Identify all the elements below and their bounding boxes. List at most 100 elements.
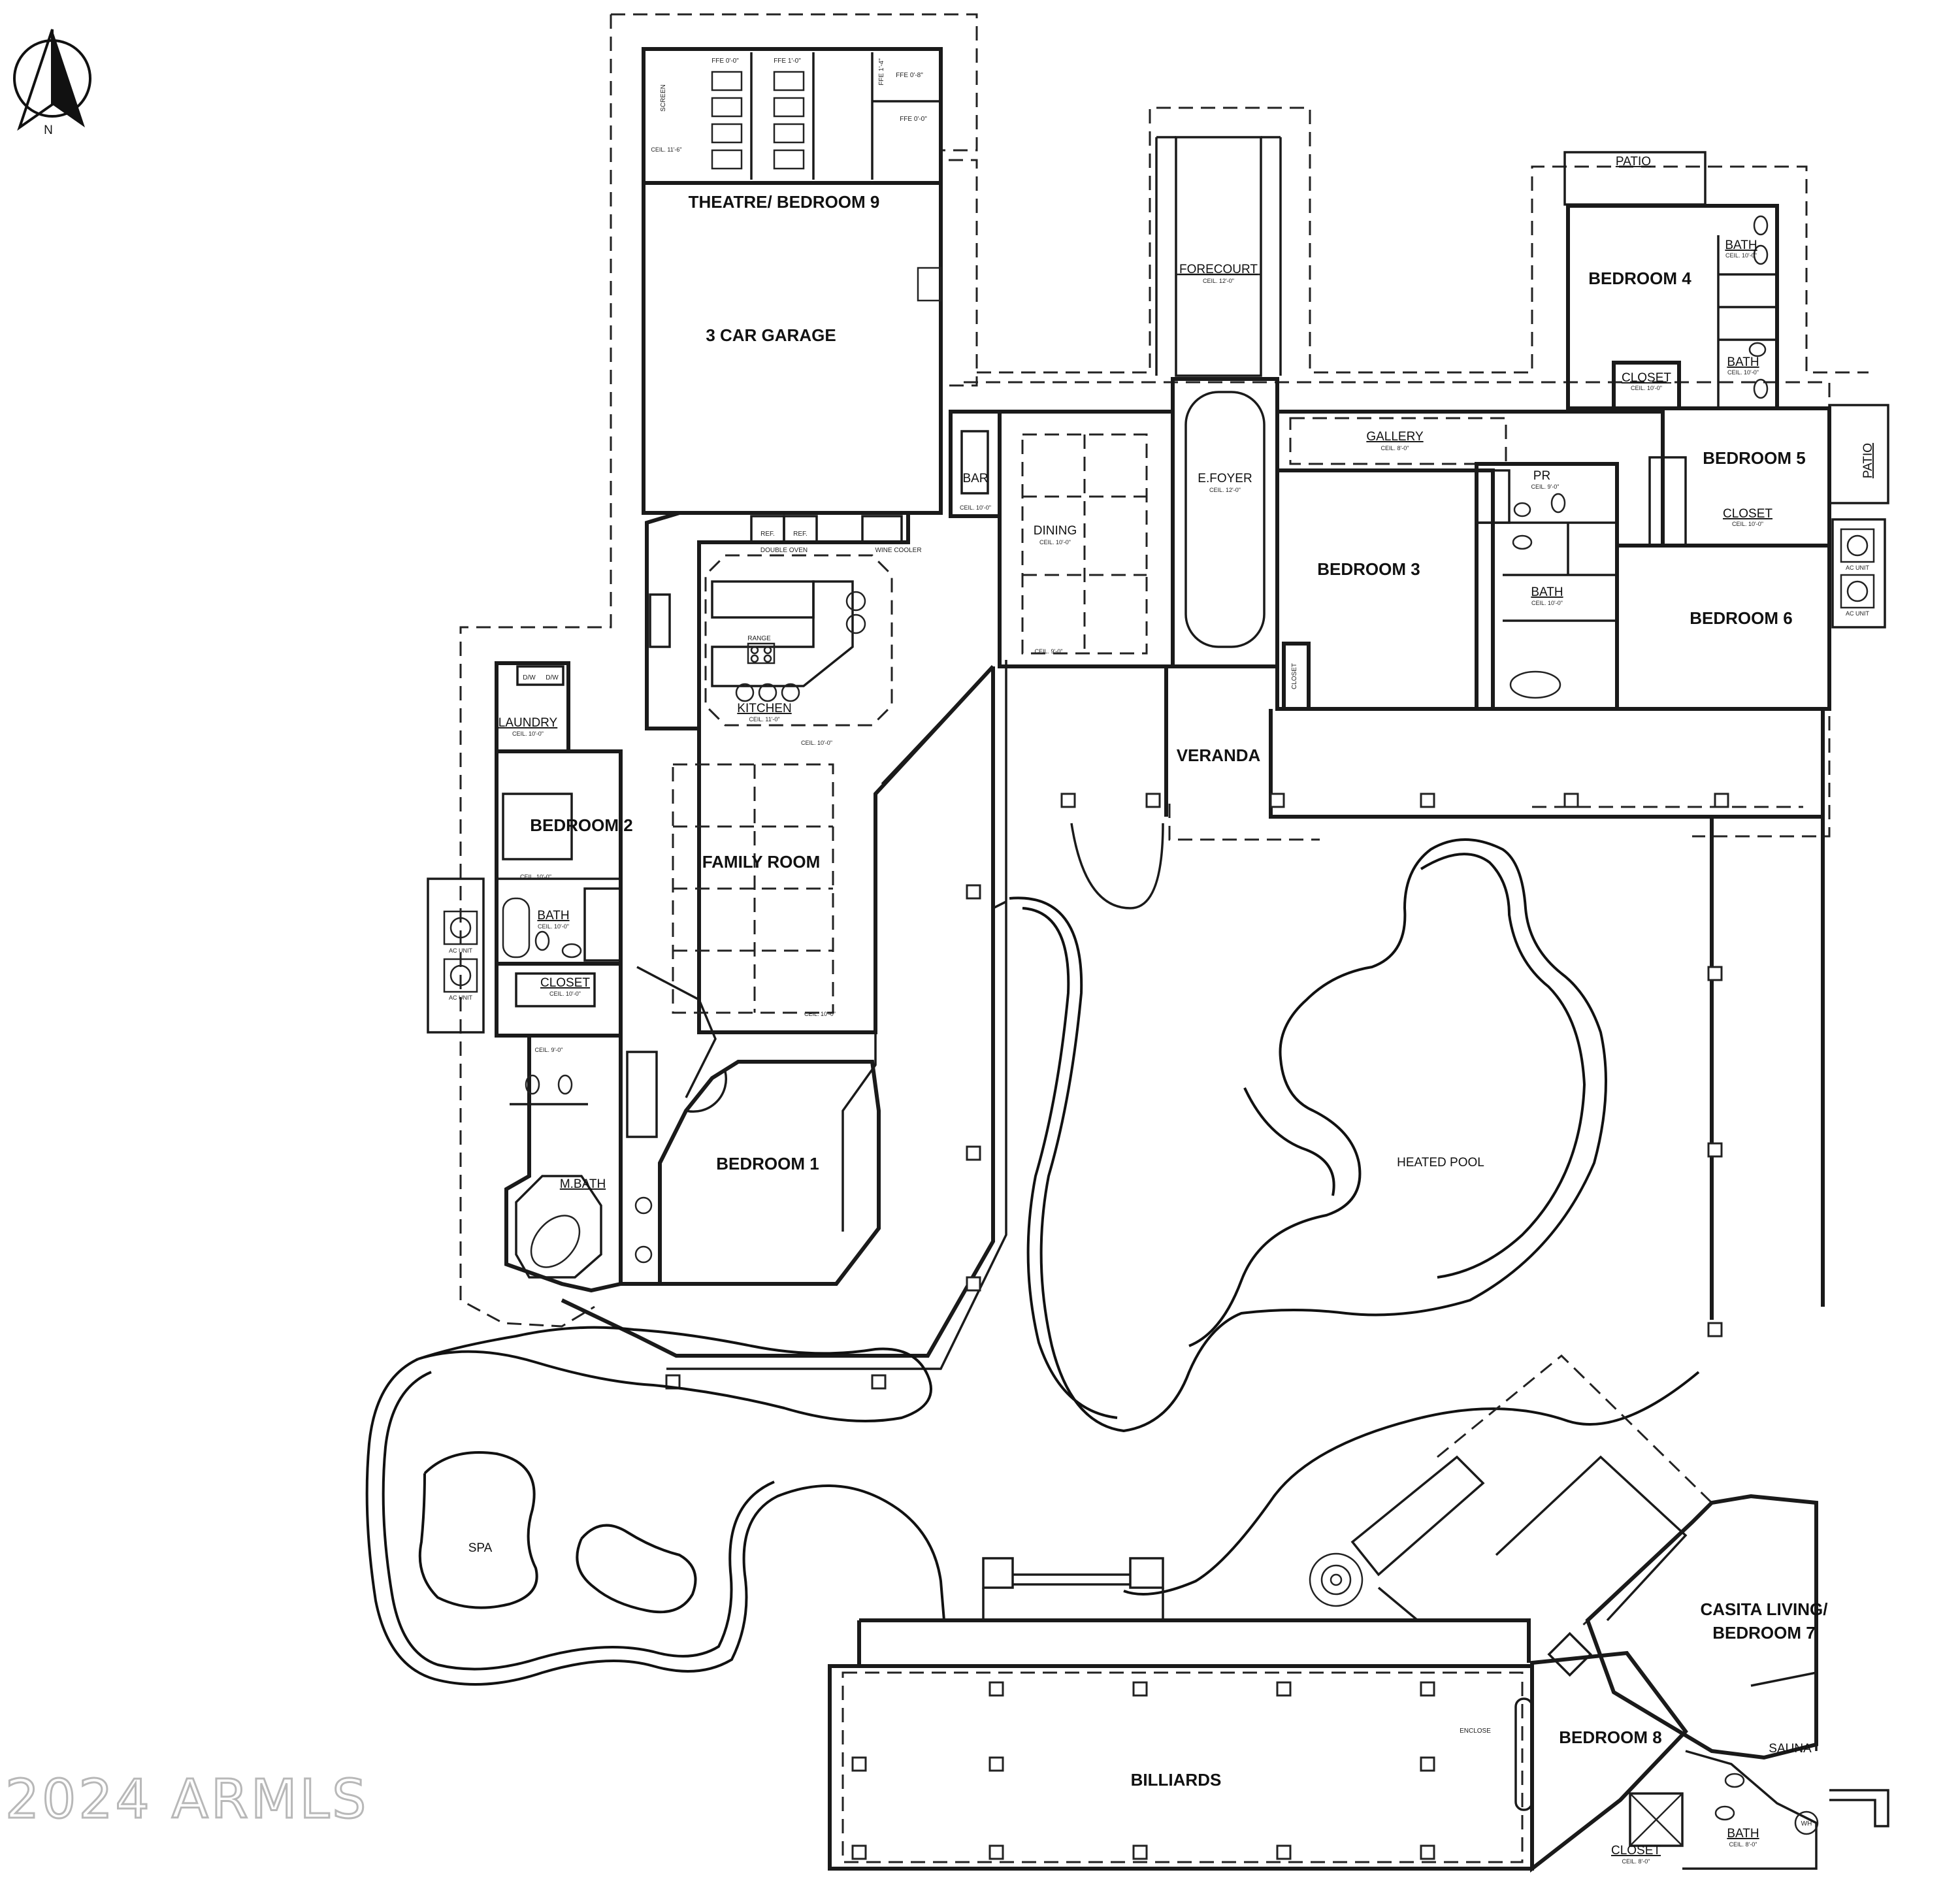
- ceiling-note: CEIL. 10'-0": [1531, 600, 1563, 606]
- ceiling-note: CEIL. 10'-0": [1039, 539, 1071, 546]
- spa-label: SPA: [468, 1541, 493, 1555]
- ceiling-note: CEIL. 10'-0": [520, 874, 551, 880]
- ffe-note: FFE 1'-4": [878, 58, 885, 86]
- ceiling-note: CEIL. 10'-0": [1727, 369, 1759, 376]
- room-label-bath: BATH: [1531, 585, 1563, 599]
- ac-unit-icon: AC UNIT AC UNIT: [1831, 518, 1886, 629]
- room-label-bath: BATH: [1725, 238, 1757, 252]
- room-label-mbath: M.BATH: [560, 1177, 606, 1191]
- ffe-note: FFE 0'-0": [900, 116, 927, 123]
- room-label-foyer: E.FOYER: [1198, 472, 1252, 485]
- ceiling-note: CEIL. 10'-0": [512, 730, 544, 737]
- ac-unit-note: AC UNIT: [1846, 610, 1870, 617]
- ceiling-note: CEIL. 12'-0": [1203, 278, 1234, 284]
- pool-label: HEATED POOL: [1397, 1156, 1484, 1170]
- room-label-dining: DINING: [1034, 524, 1077, 538]
- room-label-theatre: THEATRE/ BEDROOM 9: [689, 192, 880, 212]
- room-label-bath: BATH: [1727, 1827, 1759, 1841]
- ceiling-note: CEIL. 10'-0": [960, 504, 991, 511]
- room-label-bar: BAR: [962, 472, 988, 485]
- ceiling-note: CEIL. 10'-0": [801, 740, 832, 746]
- room-label-kitchen: KITCHEN: [737, 702, 791, 715]
- ceiling-note: CEIL. 11'-6": [651, 146, 681, 153]
- patio-label: PATIO: [1616, 155, 1651, 169]
- ffe-note: FFE 0'-0": [711, 57, 739, 65]
- dining-block: BAR CEIL. 10'-0" DINING CEIL. 10'-0" CEI…: [949, 377, 1279, 668]
- master-suite: CEIL. 9'-0" M.BATH BEDROOM 1: [504, 966, 881, 1293]
- bedroom-5: PATIO CLOSET CEIL. 10'-0" BEDROOM 5: [1648, 404, 1889, 548]
- enclose-note: ENCLOSE: [1460, 1727, 1491, 1735]
- screen-note: SCREEN: [660, 84, 667, 112]
- ceiling-note: CEIL. 10'-0": [1725, 252, 1757, 259]
- patio-label: PATIO: [1861, 443, 1875, 478]
- ceiling-note: CEIL. 10'-0": [1732, 521, 1763, 527]
- kitchen: REF. REF. DOUBLE OVEN WINE COOLER RANGE …: [645, 511, 922, 730]
- room-label-garage: 3 CAR GARAGE: [706, 325, 836, 345]
- oven-note: DOUBLE OVEN: [760, 547, 808, 554]
- ceiling-note: CEIL. 8'-0": [1381, 445, 1409, 451]
- billiards-columns: [851, 1681, 1435, 1860]
- ceiling-note: CEIL. 12'-0": [1209, 487, 1241, 493]
- garage-block: FFE 0'-0" FFE 1'-0" FFE 1'-4" FFE 0'-8" …: [642, 47, 943, 515]
- ceiling-note: CEIL. 8'-0": [1729, 1841, 1757, 1848]
- ceiling-note: CEIL. 9'-0": [1531, 483, 1560, 490]
- ffe-note: FFE 1'-0": [774, 57, 801, 65]
- room-label-bath: BATH: [537, 909, 569, 923]
- closet-note: CLOSET: [1291, 663, 1298, 689]
- room-label-bedroom-5: BEDROOM 5: [1703, 448, 1805, 468]
- room-label-bedroom-1: BEDROOM 1: [716, 1154, 819, 1173]
- bedroom-4: PATIO BATH CEIL. 10'-0" BATH CEIL. 10'-0…: [1563, 151, 1779, 410]
- heated-pool: HEATED POOL: [1009, 838, 1607, 1433]
- dishwasher-note: D/W: [546, 674, 559, 681]
- ceiling-note: CEIL. 10'-0": [538, 923, 569, 930]
- casita-approach: [1309, 1354, 1714, 1677]
- family-room: CEIL. 10'-0" CEIL. 10'-0" FAMILY ROOM: [672, 664, 995, 1034]
- ac-unit-note: AC UNIT: [1846, 565, 1870, 571]
- forecourt: FORECOURT CEIL. 12'-0": [1155, 136, 1282, 377]
- dishwasher-note: D/W: [523, 674, 536, 681]
- watermark-text: 2024 ARMLS: [5, 1769, 368, 1831]
- ac-unit-note: AC UNIT: [449, 994, 473, 1001]
- room-label-bedroom-8: BEDROOM 8: [1559, 1727, 1661, 1747]
- room-label-pr: PR: [1533, 469, 1550, 483]
- ac-unit-note: AC UNIT: [449, 947, 473, 954]
- room-label-bedroom-2: BEDROOM 2: [530, 815, 632, 835]
- ceiling-note: CEIL. 10'-0": [1631, 385, 1662, 391]
- room-label-casita: BEDROOM 7: [1712, 1623, 1815, 1643]
- veranda-columns: [665, 793, 1729, 1390]
- pool-river: [982, 1371, 1700, 1622]
- room-label-casita: CASITA LIVING/: [1701, 1599, 1828, 1619]
- bedroom-3: CLOSET BEDROOM 3: [1275, 468, 1495, 711]
- room-label-sauna: SAUNA: [1769, 1742, 1812, 1756]
- ref-note: REF.: [793, 531, 808, 538]
- room-label-family-room: FAMILY ROOM: [702, 852, 821, 872]
- pr-bath-block: PR CEIL. 9'-0" BATH CEIL. 10'-0": [1475, 462, 1619, 711]
- bedroom-6: AC UNIT AC UNIT BEDROOM 6: [1615, 518, 1886, 711]
- room-label-bedroom-6: BEDROOM 6: [1690, 608, 1792, 628]
- bedroom-8: WH BATH CEIL. 8'-0" CLOSET CEIL. 8'-0" B…: [1530, 1650, 1889, 1873]
- room-label-closet: CLOSET: [1622, 371, 1671, 385]
- ref-note: REF.: [760, 531, 775, 538]
- gallery: GALLERY CEIL. 8'-0": [1277, 410, 1663, 472]
- ceiling-note: CEIL. 10'-0": [549, 991, 581, 997]
- bedroom-2-wing: D/W D/W LAUNDRY CEIL. 10'-0" BEDROOM 2 C…: [427, 661, 633, 1038]
- room-label-gallery: GALLERY: [1366, 430, 1424, 444]
- casita: CASITA LIVING/ BEDROOM 7 SAUNA: [1585, 1494, 1828, 1760]
- room-label-veranda: VERANDA: [1177, 745, 1261, 765]
- room-label-laundry: LAUNDRY: [498, 716, 558, 730]
- ceiling-note: CEIL. 9'-0": [535, 1047, 563, 1053]
- water-heater-note: WH: [1801, 1820, 1812, 1827]
- ceiling-note: CEIL. 10'-0": [804, 1011, 836, 1017]
- north-arrow-icon: N: [13, 29, 91, 137]
- spa: SPA: [365, 1326, 945, 1686]
- north-label: N: [44, 123, 53, 137]
- ceiling-note: CEIL. 8'-0": [1622, 1858, 1650, 1865]
- ac-unit-icon: AC UNIT AC UNIT: [427, 877, 485, 1034]
- ceiling-note: CEIL. 9'-0": [1035, 648, 1063, 655]
- room-label-closet: CLOSET: [540, 976, 590, 990]
- ffe-note: FFE 0'-8": [896, 72, 923, 79]
- room-label-bath: BATH: [1727, 355, 1759, 369]
- room-label-closet: CLOSET: [1723, 507, 1772, 521]
- billiards: ENCLOSE BILLIARDS: [828, 1618, 1534, 1871]
